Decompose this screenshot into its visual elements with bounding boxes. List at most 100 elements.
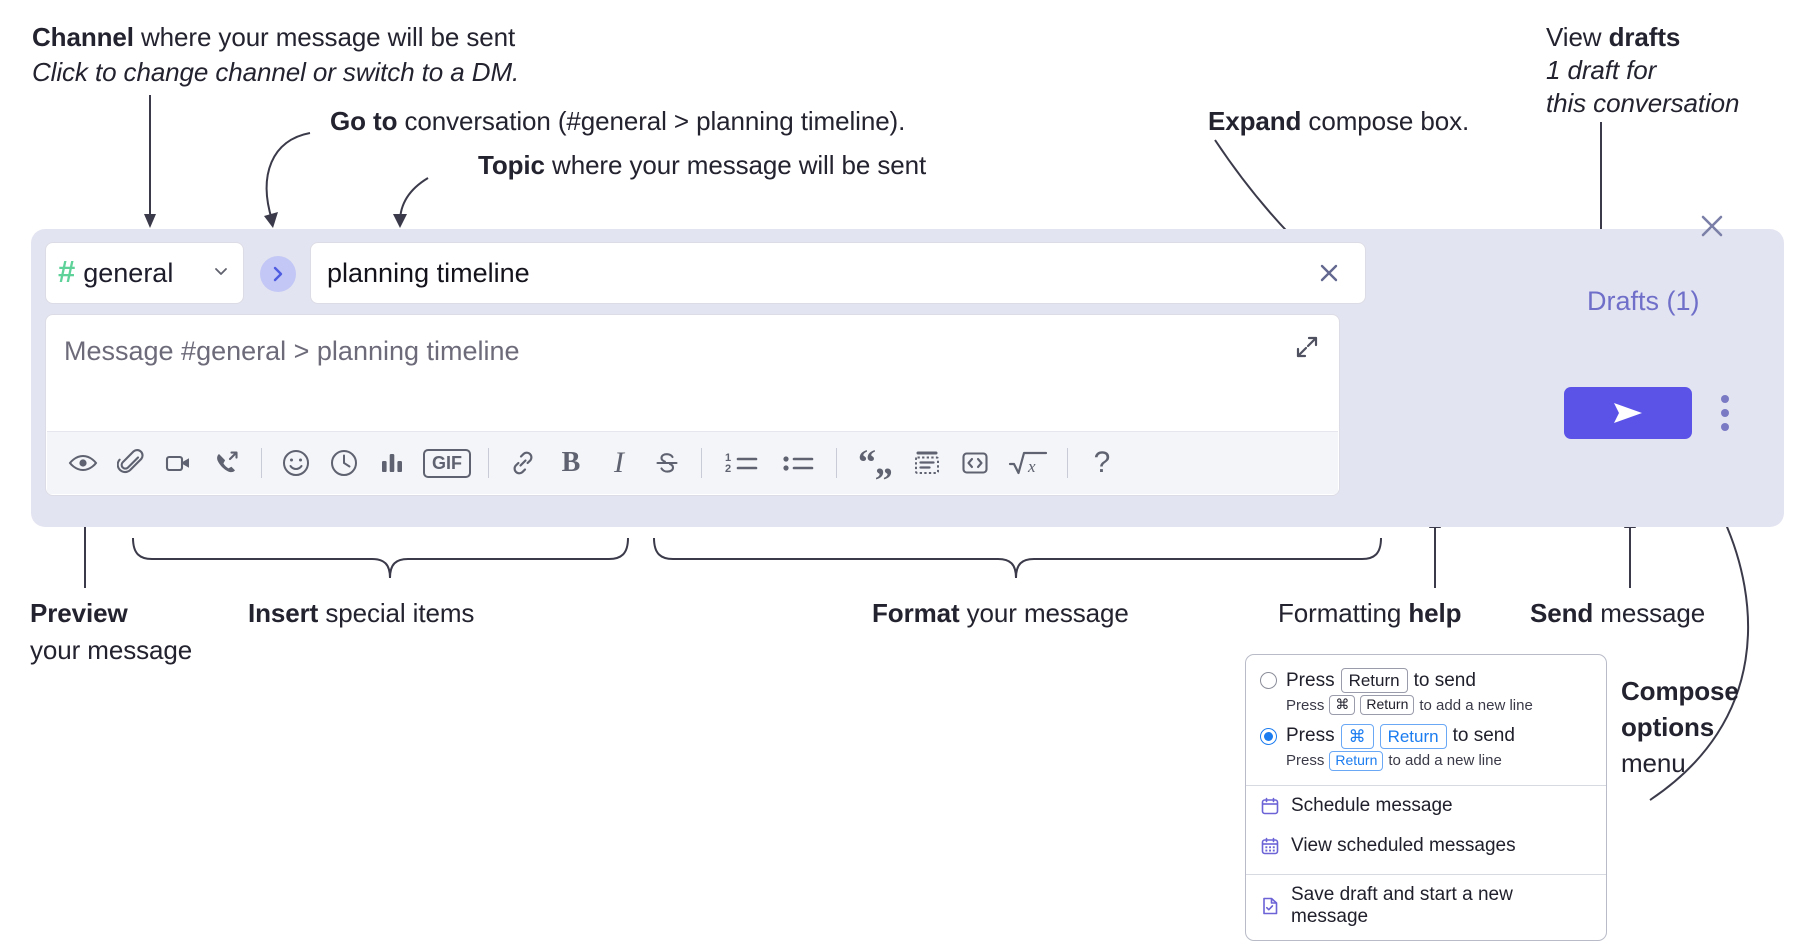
key-return: Return — [1379, 723, 1447, 749]
radio-return[interactable] — [1260, 672, 1277, 690]
menu-item-schedule-message[interactable]: Schedule message — [1246, 786, 1606, 826]
opt-sub-suffix: to add a new line — [1388, 752, 1502, 770]
goto-conversation-button[interactable] — [260, 256, 296, 292]
expand-icon — [1296, 336, 1318, 358]
annotation-formatting-help-bold: help — [1408, 598, 1462, 628]
key-return: Return — [1340, 668, 1408, 694]
preview-icon[interactable] — [59, 439, 107, 487]
drafts-link[interactable]: Drafts (1) — [1587, 286, 1700, 316]
toolbar-separator — [836, 448, 837, 478]
annotation-format-bold: Format — [872, 598, 960, 628]
send-option-cmd-return-sub: Press Return to add a new line — [1246, 749, 1606, 777]
compose-widget: # general planning timeline M — [31, 229, 1784, 527]
annotation-send-bold: Send — [1530, 598, 1594, 628]
calendar-grid-icon — [1260, 836, 1280, 856]
menu-item-view-scheduled-messages[interactable]: View scheduled messages — [1246, 826, 1606, 866]
send-option-return-sub: Press ⌘ Return to add a new line — [1246, 693, 1606, 721]
kebab-dot — [1721, 409, 1729, 417]
chevron-right-icon — [273, 266, 283, 282]
formatting-toolbar: GIF B I — [47, 431, 1338, 494]
bulleted-list-icon[interactable] — [770, 439, 826, 487]
annotation-expand-bold: Expand — [1208, 106, 1302, 136]
topic-field[interactable]: planning timeline — [310, 242, 1366, 304]
toolbar-separator — [488, 448, 489, 478]
menu-item-save-draft[interactable]: Save draft and start a new message — [1246, 875, 1606, 940]
svg-text:1: 1 — [725, 452, 731, 464]
annotation-insert-bold: Insert — [248, 598, 319, 628]
compose-options-menu: Press Return to send Press ⌘ Return to a… — [1245, 654, 1607, 941]
blockquote-icon[interactable]: “„ — [858, 442, 893, 483]
key-return: Return — [1329, 751, 1384, 771]
annotation-channel-bold: Channel — [32, 22, 134, 52]
code-block-icon[interactable] — [903, 439, 951, 487]
panel-close-button[interactable] — [1692, 206, 1732, 246]
phone-forward-icon[interactable] — [203, 439, 251, 487]
math-icon[interactable]: x — [999, 439, 1057, 487]
annotation-preview-bold: Preview — [30, 598, 128, 628]
annotation-send-rest: message — [1593, 598, 1706, 628]
key-cmd: ⌘ — [1340, 723, 1374, 749]
channel-name: general — [83, 257, 174, 288]
topic-clear-button[interactable] — [1309, 253, 1349, 293]
gif-icon[interactable]: GIF — [416, 439, 478, 487]
radio-cmd-return[interactable] — [1260, 727, 1277, 745]
send-option-cmd-return-text: Press ⌘ Return to send — [1286, 723, 1515, 749]
bold-icon[interactable]: B — [561, 447, 581, 478]
annotation-topic-rest: where your message will be sent — [544, 150, 927, 180]
menu-item-label: Schedule message — [1291, 794, 1453, 816]
attachment-icon[interactable] — [107, 439, 155, 487]
send-option-return[interactable]: Press Return to send — [1246, 665, 1606, 694]
channel-selector[interactable]: # general — [45, 242, 244, 304]
toolbar-separator — [701, 448, 702, 478]
help-label: ? — [1093, 446, 1111, 479]
video-camera-icon[interactable] — [155, 439, 203, 487]
toolbar-separator — [1067, 448, 1068, 478]
opt-sub-prefix: Press — [1286, 696, 1325, 714]
menu-item-label: View scheduled messages — [1291, 834, 1516, 856]
hash-icon: # — [58, 253, 76, 289]
opt-suffix: to send — [1452, 725, 1515, 747]
help-icon[interactable]: ? — [1078, 439, 1126, 487]
annotation-insert: Insert special items — [248, 598, 474, 630]
toolbar-separator — [261, 448, 262, 478]
emoji-icon[interactable] — [272, 439, 320, 487]
message-input-placeholder: Message #general > planning timeline — [64, 336, 520, 366]
send-button[interactable] — [1564, 387, 1692, 439]
code-icon[interactable] — [951, 439, 999, 487]
annotation-drafts: View drafts — [1546, 22, 1680, 54]
annotation-formatting-help: Formatting help — [1278, 598, 1462, 630]
annotation-insert-rest: special items — [318, 598, 475, 628]
key-return: Return — [1360, 695, 1415, 715]
opt-prefix: Press — [1286, 669, 1335, 691]
save-draft-icon — [1260, 896, 1280, 916]
annotation-preview-line2: your message — [30, 635, 193, 665]
annotation-topic-bold: Topic — [478, 150, 545, 180]
send-option-return-text: Press Return to send — [1286, 668, 1476, 694]
send-icon — [1614, 403, 1642, 423]
send-option-cmd-return[interactable]: Press ⌘ Return to send — [1246, 721, 1606, 749]
italic-icon[interactable]: I — [614, 446, 624, 479]
menu-divider — [1246, 784, 1606, 786]
message-compose-box[interactable]: Message #general > planning timeline — [45, 314, 1340, 496]
compose-header-row: # general planning timeline — [45, 242, 1548, 304]
expand-compose-button[interactable] — [1289, 329, 1325, 365]
svg-text:2: 2 — [725, 463, 731, 475]
ordered-list-icon[interactable]: 1 2 — [712, 439, 770, 487]
annotation-drafts-line2: 1 draft for — [1546, 55, 1657, 85]
menu-item-label: Save draft and start a new message — [1291, 883, 1513, 927]
annotation-send: Send message — [1530, 598, 1705, 630]
annotation-drafts-rest: View — [1546, 22, 1609, 52]
annotation-channel: Channel where your message will be sent — [32, 22, 515, 54]
link-icon[interactable] — [499, 439, 547, 487]
compose-options-button[interactable] — [1709, 388, 1741, 438]
kebab-dot — [1721, 395, 1729, 403]
strikethrough-icon[interactable] — [643, 439, 691, 487]
kebab-dot — [1721, 423, 1729, 431]
key-cmd: ⌘ — [1329, 695, 1356, 715]
annotation-goto: Go to conversation (#general > planning … — [330, 106, 905, 138]
clock-icon[interactable] — [320, 439, 368, 487]
bar-chart-icon[interactable] — [368, 439, 416, 487]
annotation-channel-sub: Click to change channel or switch to a D… — [32, 57, 520, 87]
svg-text:x: x — [1027, 457, 1036, 476]
